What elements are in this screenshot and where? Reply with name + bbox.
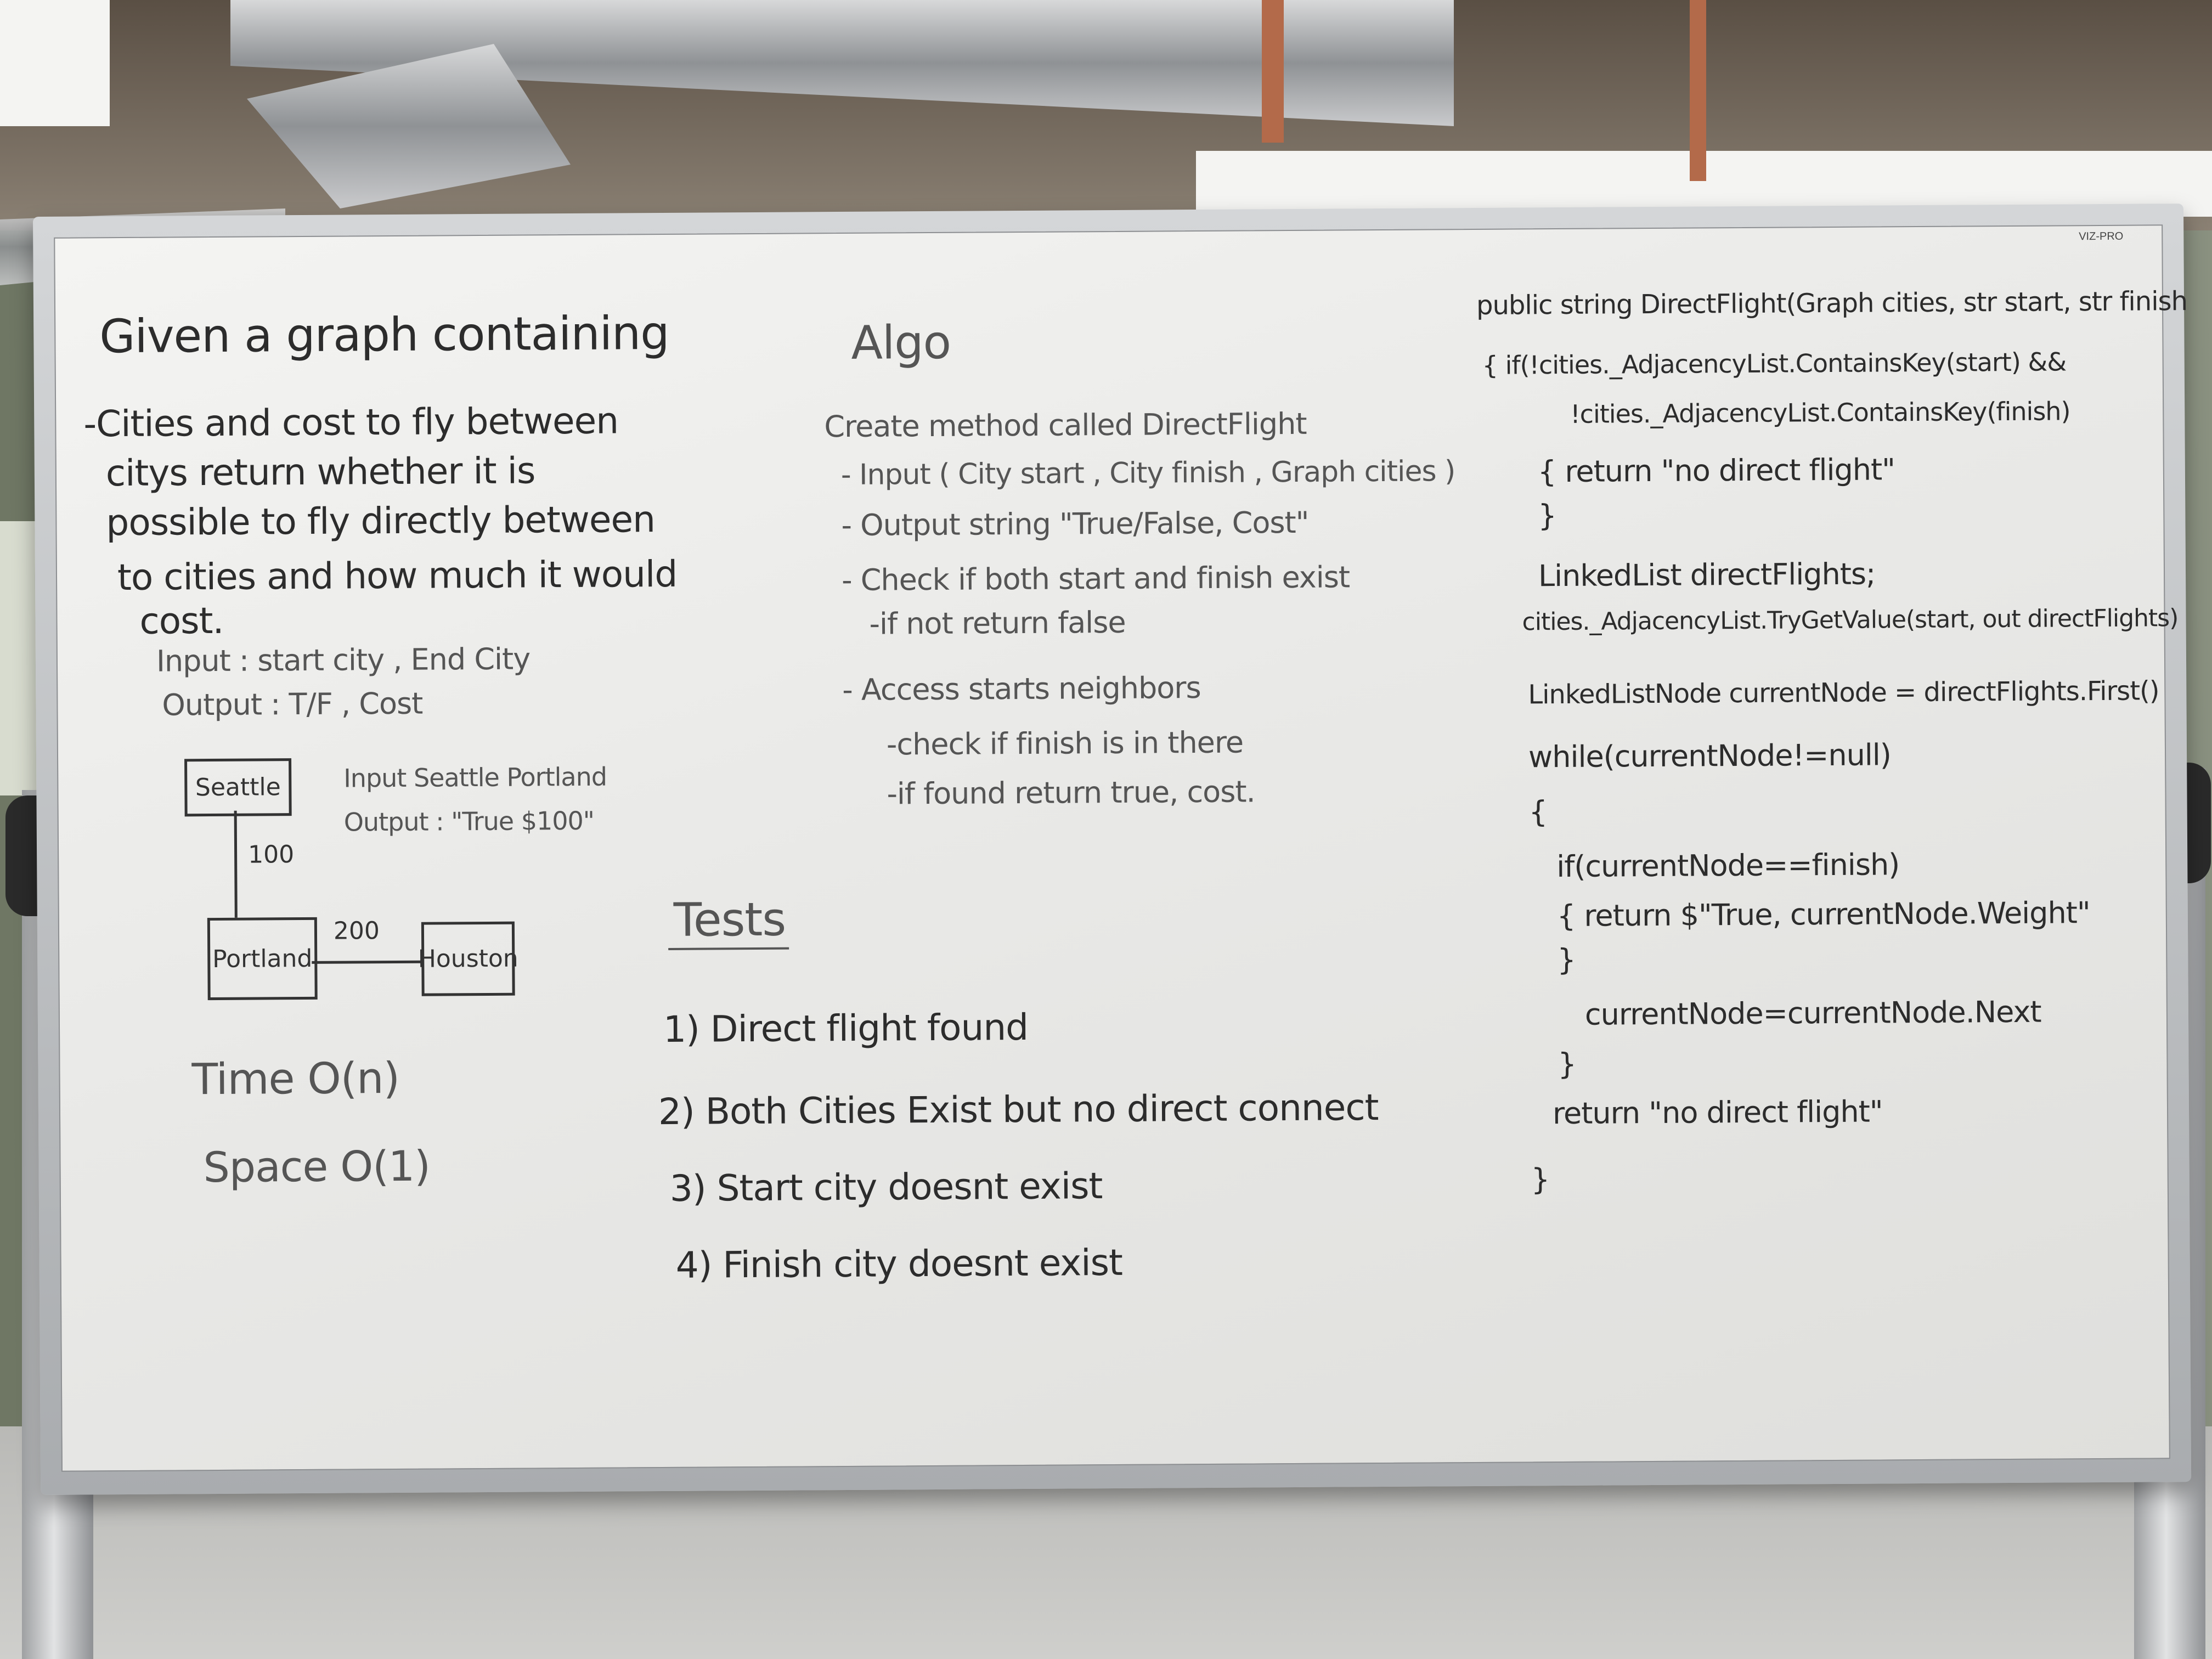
code-line: } xyxy=(1558,1046,1577,1082)
io-line: Input : start city , End City xyxy=(156,641,531,679)
graph-edge-label: 100 xyxy=(247,840,295,869)
test-case: 3) Start city doesnt exist xyxy=(669,1165,1103,1210)
test-case: 4) Finish city doesnt exist xyxy=(675,1241,1123,1286)
code-line: { if(!cities._AdjacencyList.ContainsKey(… xyxy=(1482,347,2067,380)
example-input: Input Seattle Portland xyxy=(343,761,607,793)
problem-title: Given a graph containing xyxy=(99,306,669,364)
graph-edge-portland-houston xyxy=(312,960,422,964)
algo-line: - Output string "True/False, Cost" xyxy=(841,505,1309,543)
code-line: } xyxy=(1538,498,1556,533)
problem-line: to cities and how much it would xyxy=(117,552,678,599)
algo-line: - Input ( City start , City finish , Gra… xyxy=(840,455,1455,492)
algo-line: - Check if both start and finish exist xyxy=(841,560,1350,598)
example-output: Output : "True $100" xyxy=(343,805,595,837)
tests-title: Tests xyxy=(673,892,786,947)
whiteboard: VIZ-PRO Given a graph containing -Cities… xyxy=(33,204,2192,1495)
problem-line: cost. xyxy=(139,599,224,642)
graph-node-label: Houston xyxy=(417,944,518,973)
algo-line: -check if finish is in there xyxy=(886,725,1244,762)
code-line: LinkedList directFlights; xyxy=(1538,556,1876,594)
code-line: } xyxy=(1557,942,1576,978)
test-case: 1) Direct flight found xyxy=(663,1006,1029,1051)
algo-title: Algo xyxy=(851,315,951,370)
problem-line: possible to fly directly between xyxy=(106,498,656,544)
code-line: { xyxy=(1528,794,1548,830)
code-line: LinkedListNode currentNode = directFligh… xyxy=(1528,675,2159,710)
graph-edge-seattle-portland xyxy=(234,810,238,918)
graph-node-label: Seattle xyxy=(195,773,281,802)
code-line: } xyxy=(1531,1162,1550,1197)
algo-line: -if found return true, cost. xyxy=(887,774,1255,811)
io-line: Output : T/F , Cost xyxy=(162,686,423,723)
graph-node-seattle: Seattle xyxy=(184,758,292,817)
code-line: { return $"True, currentNode.Weight" xyxy=(1556,895,2090,934)
code-line: return "no direct flight" xyxy=(1552,1094,1883,1131)
problem-line: citys return whether it is xyxy=(105,449,535,495)
code-line: currentNode=currentNode.Next xyxy=(1584,994,2041,1032)
time-complexity: Time O(n) xyxy=(191,1053,400,1105)
algo-line: Create method called DirectFlight xyxy=(824,406,1307,444)
code-line: public string DirectFlight(Graph cities,… xyxy=(1476,286,2188,321)
code-line: !cities._AdjacencyList.ContainsKey(finis… xyxy=(1570,396,2070,429)
graph-node-label: Portland xyxy=(212,944,313,973)
board-brand-label: VIZ-PRO xyxy=(2079,230,2124,243)
test-case: 2) Both Cities Exist but no direct conne… xyxy=(658,1086,1379,1133)
tests-underline xyxy=(668,947,789,950)
whiteboard-surface: VIZ-PRO Given a graph containing -Cities… xyxy=(54,224,2187,1472)
algo-line: -if not return false xyxy=(869,605,1126,641)
graph-edge-label: 200 xyxy=(333,917,380,945)
code-line: cities._AdjacencyList.TryGetValue(start,… xyxy=(1522,604,2179,636)
code-line: if(currentNode==finish) xyxy=(1556,847,1900,884)
graph-node-portland: Portland xyxy=(207,917,318,1001)
code-line: { return "no direct flight" xyxy=(1537,452,1895,489)
algo-line: - Access starts neighbors xyxy=(842,670,1201,708)
graph-node-houston: Houston xyxy=(417,921,518,996)
problem-line: -Cities and cost to fly between xyxy=(83,399,619,445)
space-complexity: Space O(1) xyxy=(203,1141,431,1192)
code-line: while(currentNode!=null) xyxy=(1528,737,1892,775)
